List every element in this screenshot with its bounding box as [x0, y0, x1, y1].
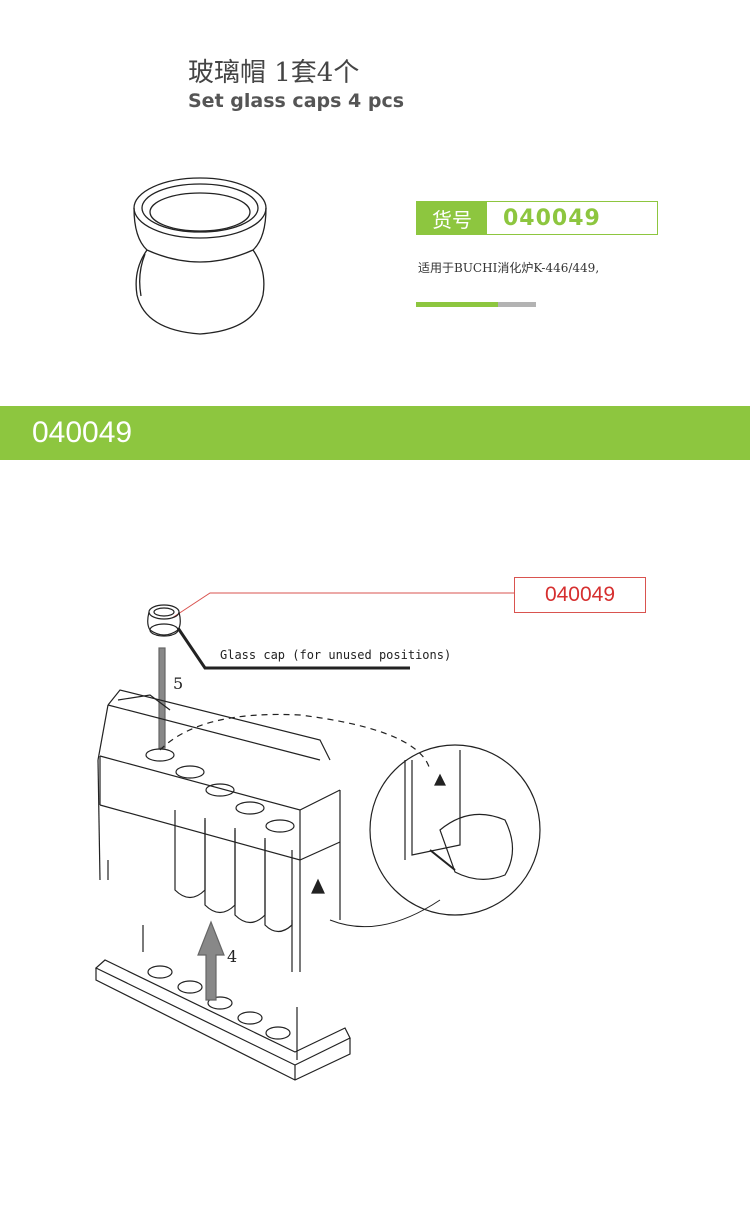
product-code-value: 040049 — [503, 205, 601, 231]
callout-code-box: 040049 — [514, 577, 646, 613]
product-code-label: 货号 — [417, 202, 487, 234]
product-code-box: 货号 040049 — [416, 201, 658, 235]
glass-cap-caption: Glass cap (for unused positions) — [220, 648, 452, 662]
installation-diagram — [94, 592, 541, 1081]
product-title-cn: 玻璃帽 1套4个 — [188, 58, 360, 88]
banner-code: 040049 — [32, 416, 133, 449]
step-5-label: 5 — [173, 674, 184, 693]
accent-bar-green — [416, 302, 498, 307]
section-banner: 040049 — [0, 406, 750, 460]
accent-bar-gray — [498, 302, 536, 307]
step-4-label: 4 — [227, 947, 238, 966]
applies-to-text: 适用于BUCHI消化炉K-446/449, — [418, 261, 600, 275]
glass-cap-illustration — [133, 177, 267, 335]
product-title-en: Set glass caps 4 pcs — [188, 90, 405, 112]
